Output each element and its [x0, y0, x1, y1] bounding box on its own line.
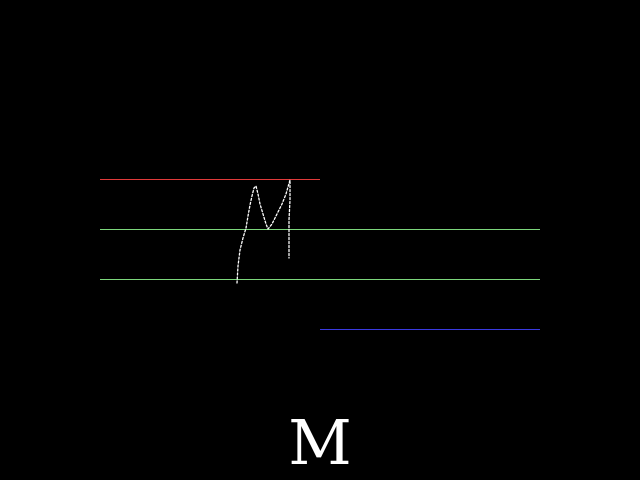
trace-stroke [236, 179, 291, 284]
target-letter: M [288, 406, 352, 479]
baseline-guide-line [100, 279, 540, 280]
descender-guide-line [320, 329, 540, 330]
ascender-guide-line [100, 179, 320, 180]
midline-guide-line [100, 229, 540, 230]
